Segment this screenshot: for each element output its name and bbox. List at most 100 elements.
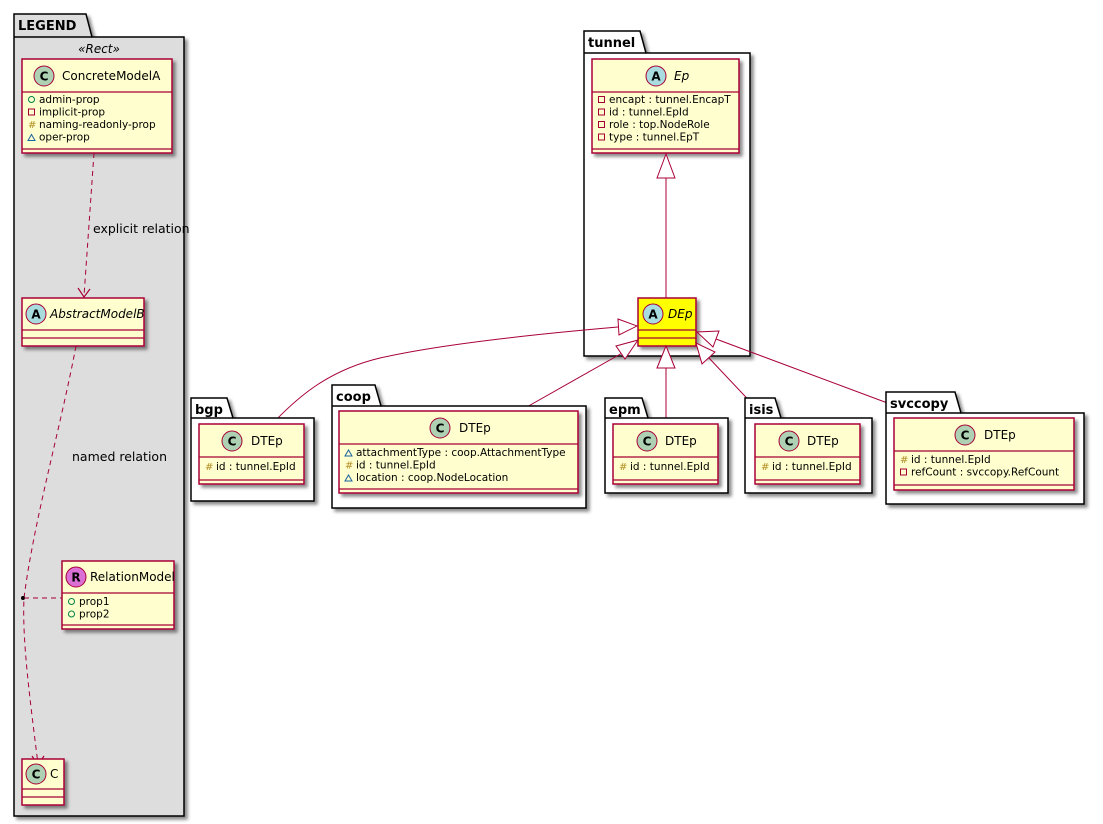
relation-r-icon — [65, 566, 87, 588]
coop-dtep-class[interactable]: C DTEp attachmentType : coop.AttachmentT… — [338, 410, 579, 494]
private-icon — [598, 108, 605, 116]
tunnel-title: tunnel — [588, 36, 635, 51]
class-name: C — [50, 767, 58, 781]
abstract-a-icon — [25, 303, 47, 325]
protected-icon: # — [900, 455, 908, 466]
protected-icon: # — [28, 120, 36, 131]
explicit-relation-label: explicit relation — [93, 221, 190, 236]
public-icon — [68, 598, 75, 605]
public-icon — [28, 96, 35, 103]
package-private-icon — [344, 474, 353, 482]
package-private-icon — [27, 133, 36, 141]
class-c-icon — [954, 424, 976, 446]
class-c-letter: C — [961, 429, 970, 443]
relation-r-letter: R — [71, 571, 80, 585]
class-c-icon — [25, 763, 47, 785]
class-name: RelationModel — [90, 570, 175, 584]
class-c-icon — [429, 417, 451, 439]
protected-icon: # — [619, 462, 627, 473]
class-c-letter: C — [436, 422, 445, 436]
class-name: DTEp — [807, 434, 839, 448]
abstract-a-letter: A — [648, 308, 658, 322]
private-icon — [598, 133, 605, 141]
protected-icon: # — [345, 461, 353, 472]
attribute-text: prop1 — [79, 596, 110, 608]
svccopy-title: svccopy — [890, 397, 949, 412]
abstract-a-letter: A — [31, 308, 41, 322]
legend-stereotype: «Rect» — [78, 42, 120, 56]
attribute-text: implicit-prop — [39, 107, 105, 119]
c-class[interactable]: C C — [21, 758, 65, 806]
bgp-title: bgp — [195, 403, 223, 418]
class-name: DTEp — [984, 428, 1016, 442]
dep-class[interactable]: A DEp — [637, 297, 697, 347]
class-c-icon — [33, 65, 55, 87]
class-name: DEp — [668, 307, 693, 321]
class-c-icon — [778, 430, 800, 452]
attribute-text: type : tunnel.EpT — [609, 132, 700, 144]
class-c-letter: C — [643, 435, 652, 449]
attr-list: #id : tunnel.EpId — [205, 461, 296, 473]
abstract-model-class[interactable]: A AbstractModelB — [21, 297, 145, 347]
class-name: DTEp — [459, 421, 491, 435]
class-c-icon — [636, 430, 658, 452]
coop-title: coop — [336, 390, 371, 405]
attribute-text: id : tunnel.EpId — [630, 461, 710, 473]
attribute-text: id : tunnel.EpId — [609, 107, 689, 119]
class-c-letter: C — [228, 435, 237, 449]
attribute-text: role : top.NodeRole — [609, 119, 710, 131]
attr-list: admin-propimplicit-prop#naming-readonly-… — [27, 94, 156, 144]
isis-title: isis — [749, 403, 774, 418]
isis-dtep-class[interactable]: C DTEp #id : tunnel.EpId — [754, 423, 861, 485]
class-c-icon — [221, 430, 243, 452]
attr-list: attachmentType : coop.AttachmentType#id … — [344, 447, 566, 484]
package-private-icon — [344, 449, 353, 457]
protected-icon: # — [205, 462, 213, 473]
private-icon — [28, 108, 35, 116]
attribute-text: attachmentType : coop.AttachmentType — [356, 447, 566, 459]
class-name: ConcreteModelA — [62, 69, 161, 83]
legend-title: LEGEND — [18, 19, 77, 34]
concrete-model-class[interactable]: C ConcreteModelA admin-propimplicit-prop… — [21, 58, 173, 154]
attribute-text: location : coop.NodeLocation — [356, 472, 508, 484]
class-name: DTEp — [665, 434, 697, 448]
abstract-a-icon — [645, 65, 667, 87]
attribute-text: oper-prop — [39, 132, 90, 144]
class-c-letter: C — [32, 768, 41, 782]
attr-list: #id : tunnel.EpId — [761, 461, 852, 473]
class-name: AbstractModelB — [49, 307, 145, 321]
attribute-text: admin-prop — [39, 94, 100, 106]
protected-icon: # — [761, 462, 769, 473]
attribute-text: prop2 — [79, 609, 110, 621]
private-icon — [598, 121, 605, 128]
attribute-text: id : tunnel.EpId — [772, 461, 852, 473]
private-icon — [598, 96, 605, 103]
private-icon — [900, 468, 907, 476]
class-name: DTEp — [251, 434, 283, 448]
attribute-text: naming-readonly-prop — [39, 119, 156, 131]
epm-dtep-class[interactable]: C DTEp #id : tunnel.EpId — [612, 423, 719, 485]
explicit-relation-edge: explicit relation — [77, 152, 190, 299]
attr-list: #id : tunnel.EpId — [619, 461, 710, 473]
abstract-a-letter: A — [651, 70, 661, 84]
attribute-text: id : tunnel.EpId — [356, 460, 436, 472]
attribute-text: encapt : tunnel.EncapT — [609, 94, 731, 106]
attribute-text: id : tunnel.EpId — [216, 461, 296, 473]
bgp-dtep-class[interactable]: C DTEp #id : tunnel.EpId — [198, 423, 305, 485]
generalization-dep-ep — [656, 152, 676, 298]
named-relation-label: named relation — [72, 449, 167, 464]
epm-title: epm — [609, 403, 641, 418]
attribute-text: id : tunnel.EpId — [911, 454, 991, 466]
class-c-letter: C — [785, 435, 794, 449]
abstract-a-icon — [642, 303, 664, 325]
attribute-text: refCount : svccopy.RefCount — [911, 467, 1059, 479]
class-c-letter: C — [40, 70, 49, 84]
class-name: Ep — [674, 69, 690, 83]
